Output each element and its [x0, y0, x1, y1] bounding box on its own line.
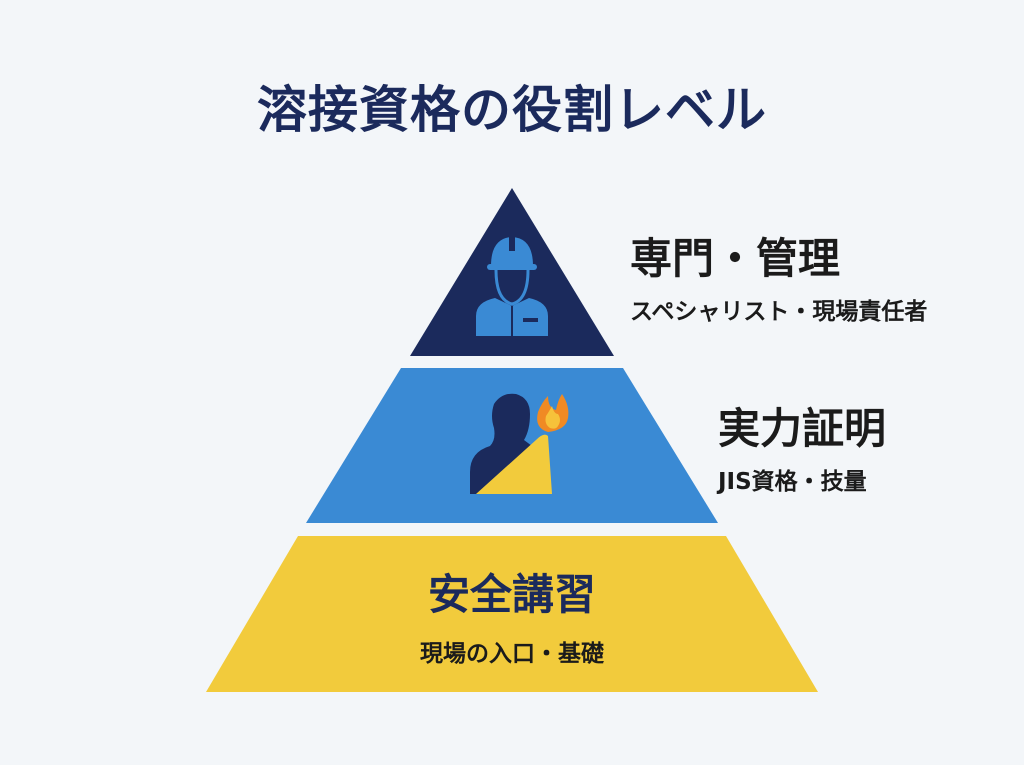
diagram-title: 溶接資格の役割レベル: [257, 81, 767, 139]
level-middle-title: 実力証明: [718, 404, 887, 453]
level-top-title: 専門・管理: [630, 234, 841, 283]
welder-flame-icon: [470, 393, 569, 494]
level-middle-label: 実力証明 JIS資格・技量: [718, 408, 886, 496]
worker-helmet-icon: [476, 237, 548, 336]
level-bottom-title: 安全講習: [427, 570, 596, 619]
level-top-subtitle: スペシャリスト・現場責任者: [630, 299, 928, 325]
level-middle-subtitle: JIS資格・技量: [718, 469, 867, 495]
pyramid-tier-bottom: [206, 536, 818, 692]
pyramid-tier-top: [410, 188, 614, 356]
level-bottom-subtitle: 現場の入口・基礎: [420, 641, 604, 667]
level-bottom-label: 安全講習 現場の入口・基礎: [212, 574, 812, 668]
level-top-label: 専門・管理 スペシャリスト・現場責任者: [630, 238, 927, 326]
